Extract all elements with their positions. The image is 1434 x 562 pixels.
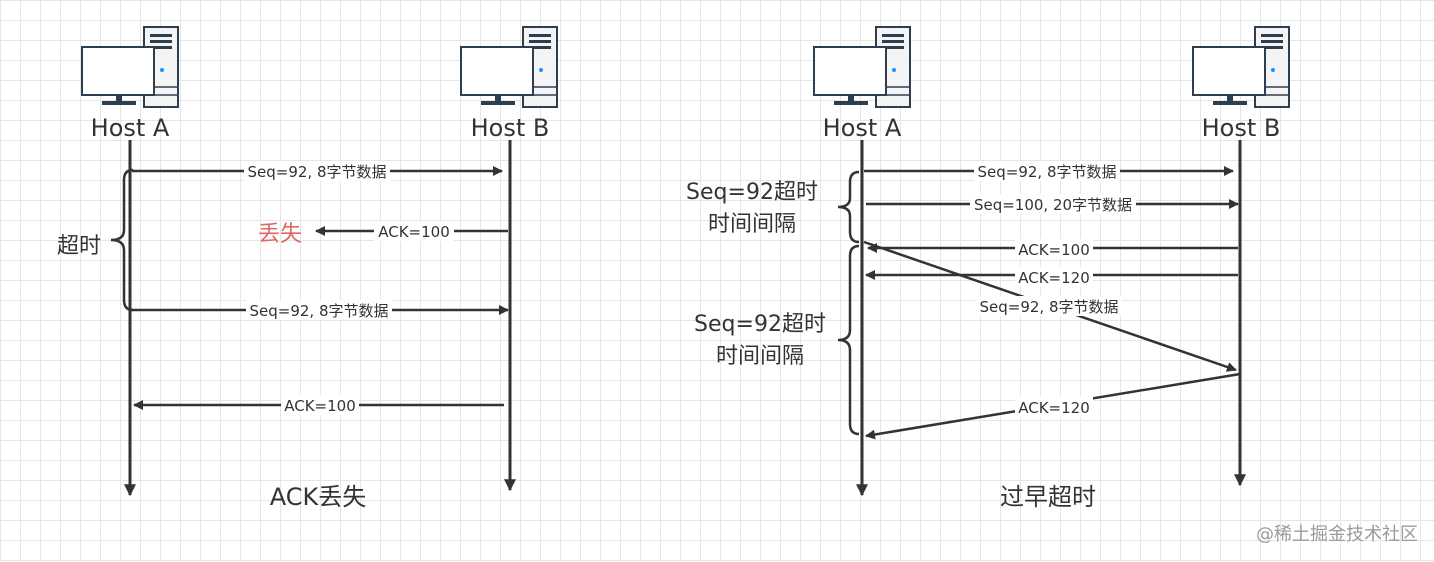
host-a-label: Host A: [91, 114, 170, 142]
diagram-premature-timeout: Host A Host B Seq=92, 8字节数据 Seq=100, 20字…: [686, 26, 1290, 511]
host-a-computer-icon: [81, 26, 179, 108]
host-b-computer-icon-right: [1192, 26, 1290, 108]
msg-label-ack120-final: ACK=120: [1018, 399, 1090, 417]
host-a-computer-icon-right: [813, 26, 911, 108]
msg-label-seq92-retransmit: Seq=92, 8字节数据: [979, 298, 1118, 316]
host-b-label: Host B: [471, 114, 550, 142]
timeout-label: 超时: [57, 234, 101, 259]
msg-label-ack120: ACK=120: [1018, 269, 1090, 287]
msg-label-seq92-retransmit: Seq=92, 8字节数据: [249, 302, 388, 320]
watermark: @稀土掘金技术社区: [1256, 524, 1418, 545]
caption-ack-lost: ACK丢失: [270, 483, 367, 511]
host-a-label-right: Host A: [823, 114, 902, 142]
timeout-brace-1: [837, 170, 860, 244]
diagram-ack-lost: Host A Host B Seq=92, 8字节数据 ACK=100 丢失 S…: [57, 26, 558, 511]
lost-label: 丢失: [258, 222, 302, 247]
msg-label-seq100: Seq=100, 20字节数据: [974, 196, 1132, 214]
msg-label-ack100: ACK=100: [1018, 241, 1090, 259]
timeout-label-2-line1: Seq=92超时: [694, 312, 826, 337]
host-b-computer-icon: [460, 26, 558, 108]
caption-premature-timeout: 过早超时: [1000, 483, 1096, 511]
msg-label-ack100-final: ACK=100: [284, 397, 356, 415]
msg-label-ack100-lost: ACK=100: [378, 223, 450, 241]
host-b-label-right: Host B: [1202, 114, 1281, 142]
timeout-brace: [110, 168, 134, 312]
timeout-label-1-line1: Seq=92超时: [686, 180, 818, 205]
timeout-label-1-line2: 时间间隔: [708, 212, 796, 237]
timeout-label-2-line2: 时间间隔: [716, 344, 804, 369]
msg-label-seq92: Seq=92, 8字节数据: [977, 163, 1116, 181]
msg-label-seq92-first: Seq=92, 8字节数据: [247, 163, 386, 181]
timeout-brace-2: [837, 244, 860, 436]
